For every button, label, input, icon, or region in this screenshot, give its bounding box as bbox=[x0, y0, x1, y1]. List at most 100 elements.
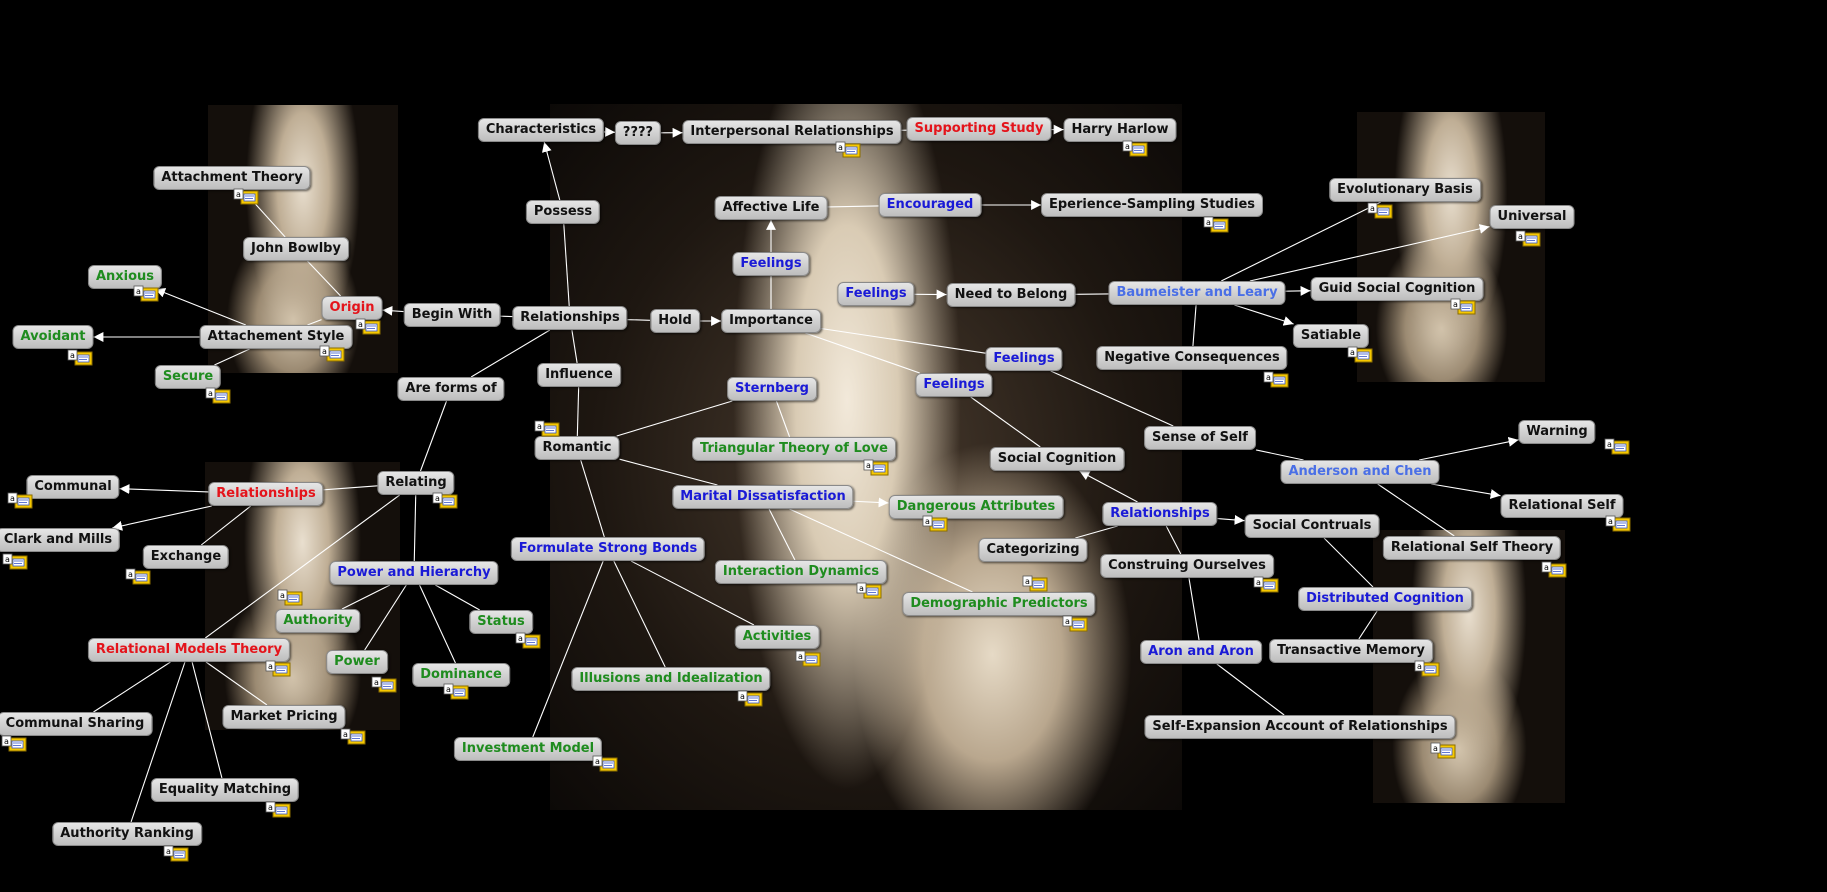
attachment-icon[interactable]: a bbox=[795, 650, 821, 667]
concept-node-selfexpansion[interactable]: Self-Expansion Account of Relationships bbox=[1144, 715, 1455, 739]
attachment-icon[interactable]: a bbox=[1450, 298, 1476, 315]
concept-node-sampling[interactable]: Eperience-Sampling Studies bbox=[1041, 193, 1263, 217]
concept-node-bowlby[interactable]: John Bowlby bbox=[243, 237, 349, 261]
concept-node-equality[interactable]: Equality Matching bbox=[151, 778, 299, 802]
concept-node-categorizing[interactable]: Categorizing bbox=[978, 538, 1087, 562]
concept-node-universal[interactable]: Universal bbox=[1490, 205, 1575, 229]
attachment-icon[interactable]: a bbox=[856, 582, 882, 599]
attachment-icon[interactable]: a bbox=[265, 660, 291, 677]
concept-node-attachment-theory[interactable]: Attachment Theory bbox=[153, 166, 310, 190]
attachment-icon[interactable]: a bbox=[515, 632, 541, 649]
concept-node-contruals[interactable]: Social Contruals bbox=[1245, 514, 1380, 538]
attachment-icon[interactable]: a bbox=[443, 683, 469, 700]
concept-node-origin[interactable]: Origin bbox=[322, 296, 383, 320]
concept-node-authority-ranking[interactable]: Authority Ranking bbox=[52, 822, 202, 846]
attachment-icon[interactable]: a bbox=[205, 387, 231, 404]
concept-node-interpersonal[interactable]: Interpersonal Relationships bbox=[682, 120, 901, 144]
concept-node-relational-theory[interactable]: Relational Self Theory bbox=[1383, 536, 1561, 560]
concept-node-anderson[interactable]: Anderson and Chen bbox=[1280, 460, 1439, 484]
concept-node-secure[interactable]: Secure bbox=[155, 365, 221, 389]
attachment-icon[interactable]: a bbox=[67, 349, 93, 366]
concept-node-influence[interactable]: Influence bbox=[537, 363, 621, 387]
concept-node-market[interactable]: Market Pricing bbox=[222, 705, 345, 729]
attachment-icon[interactable]: a bbox=[1515, 230, 1541, 247]
concept-node-status[interactable]: Status bbox=[469, 610, 533, 634]
concept-node-areforms[interactable]: Are forms of bbox=[397, 377, 504, 401]
concept-node-socialcog[interactable]: Social Cognition bbox=[990, 447, 1125, 471]
attachment-icon[interactable]: a bbox=[1122, 140, 1148, 157]
concept-node-selfsense[interactable]: Sense of Self bbox=[1144, 426, 1256, 450]
concept-node-construing[interactable]: Construing Ourselves bbox=[1100, 554, 1274, 578]
attachment-icon[interactable]: a bbox=[7, 492, 33, 509]
concept-node-belong[interactable]: Need to Belong bbox=[947, 283, 1076, 307]
attachment-icon[interactable]: a bbox=[371, 676, 397, 693]
concept-node-relationships-main[interactable]: Relationships bbox=[512, 306, 627, 330]
concept-node-feelings1[interactable]: Feelings bbox=[732, 252, 809, 276]
concept-node-rmt[interactable]: Relational Models Theory bbox=[88, 638, 290, 662]
attachment-icon[interactable]: a bbox=[2, 553, 28, 570]
attachment-icon[interactable]: a bbox=[1367, 202, 1393, 219]
attachment-icon[interactable]: a bbox=[340, 728, 366, 745]
concept-node-feelings4[interactable]: Feelings bbox=[915, 373, 992, 397]
concept-node-power-hierarchy[interactable]: Power and Hierarchy bbox=[329, 561, 498, 585]
attachment-icon[interactable]: a bbox=[1347, 346, 1373, 363]
concept-node-interaction[interactable]: Interaction Dynamics bbox=[715, 560, 887, 584]
attachment-icon[interactable]: a bbox=[592, 755, 618, 772]
concept-node-sternberg[interactable]: Sternberg bbox=[727, 377, 817, 401]
attachment-icon[interactable]: a bbox=[1022, 575, 1048, 592]
concept-node-investment[interactable]: Investment Model bbox=[454, 737, 602, 761]
attachment-icon[interactable]: a bbox=[277, 589, 303, 606]
concept-node-clark[interactable]: Clark and Mills bbox=[0, 528, 120, 552]
concept-node-qmarks[interactable]: ???? bbox=[615, 121, 661, 145]
concept-node-exchange[interactable]: Exchange bbox=[143, 545, 229, 569]
concept-node-romantic[interactable]: Romantic bbox=[535, 436, 620, 460]
concept-node-harlow[interactable]: Harry Harlow bbox=[1064, 118, 1177, 142]
attachment-icon[interactable]: a bbox=[835, 141, 861, 158]
concept-node-satiable[interactable]: Satiable bbox=[1293, 324, 1369, 348]
concept-node-beginwith[interactable]: Begin With bbox=[404, 303, 501, 327]
attachment-icon[interactable]: a bbox=[125, 568, 151, 585]
concept-node-marital[interactable]: Marital Dissatisfaction bbox=[672, 485, 853, 509]
concept-node-activities[interactable]: Activities bbox=[735, 625, 820, 649]
concept-node-feelings3[interactable]: Feelings bbox=[985, 347, 1062, 371]
attachment-icon[interactable]: a bbox=[233, 188, 259, 205]
concept-node-evolutionary[interactable]: Evolutionary Basis bbox=[1329, 178, 1481, 202]
concept-node-negative[interactable]: Negative Consequences bbox=[1096, 346, 1287, 370]
concept-node-importance[interactable]: Importance bbox=[721, 309, 821, 333]
concept-node-dangerous[interactable]: Dangerous Attributes bbox=[889, 495, 1064, 519]
concept-node-affective[interactable]: Affective Life bbox=[715, 196, 828, 220]
concept-node-relationships-blue[interactable]: Relationships bbox=[1102, 502, 1217, 526]
concept-node-aron[interactable]: Aron and Aron bbox=[1140, 640, 1262, 664]
attachment-icon[interactable]: a bbox=[922, 515, 948, 532]
concept-node-authority[interactable]: Authority bbox=[275, 609, 360, 633]
concept-node-illusions[interactable]: Illusions and Idealization bbox=[571, 667, 770, 691]
attachment-icon[interactable]: a bbox=[863, 459, 889, 476]
attachment-icon[interactable]: a bbox=[534, 420, 560, 437]
concept-node-formulate[interactable]: Formulate Strong Bonds bbox=[511, 537, 705, 561]
attachment-icon[interactable]: a bbox=[1604, 438, 1630, 455]
concept-node-hold[interactable]: Hold bbox=[650, 309, 700, 333]
attachment-icon[interactable]: a bbox=[432, 492, 458, 509]
attachment-icon[interactable]: a bbox=[1605, 515, 1631, 532]
attachment-icon[interactable]: a bbox=[737, 690, 763, 707]
concept-node-demographic[interactable]: Demographic Predictors bbox=[902, 592, 1095, 616]
concept-node-communal[interactable]: Communal bbox=[26, 475, 119, 499]
concept-node-relationships-red[interactable]: Relationships bbox=[208, 482, 323, 506]
attachment-icon[interactable]: a bbox=[1062, 615, 1088, 632]
attachment-icon[interactable]: a bbox=[1263, 371, 1289, 388]
attachment-icon[interactable]: a bbox=[1541, 561, 1567, 578]
attachment-icon[interactable]: a bbox=[319, 345, 345, 362]
attachment-icon[interactable]: a bbox=[355, 318, 381, 335]
attachment-icon[interactable]: a bbox=[1203, 216, 1229, 233]
concept-node-supporting[interactable]: Supporting Study bbox=[907, 117, 1052, 141]
attachment-icon[interactable]: a bbox=[1, 735, 27, 752]
concept-node-triangular[interactable]: Triangular Theory of Love bbox=[692, 437, 896, 461]
attachment-icon[interactable]: a bbox=[1253, 576, 1279, 593]
concept-node-possess[interactable]: Possess bbox=[526, 200, 600, 224]
attachment-icon[interactable]: a bbox=[1430, 742, 1456, 759]
concept-node-transactive[interactable]: Transactive Memory bbox=[1269, 639, 1433, 663]
attachment-icon[interactable]: a bbox=[133, 285, 159, 302]
concept-node-power[interactable]: Power bbox=[326, 650, 388, 674]
concept-node-feelings2[interactable]: Feelings bbox=[837, 282, 914, 306]
concept-node-warning[interactable]: Warning bbox=[1518, 420, 1595, 444]
